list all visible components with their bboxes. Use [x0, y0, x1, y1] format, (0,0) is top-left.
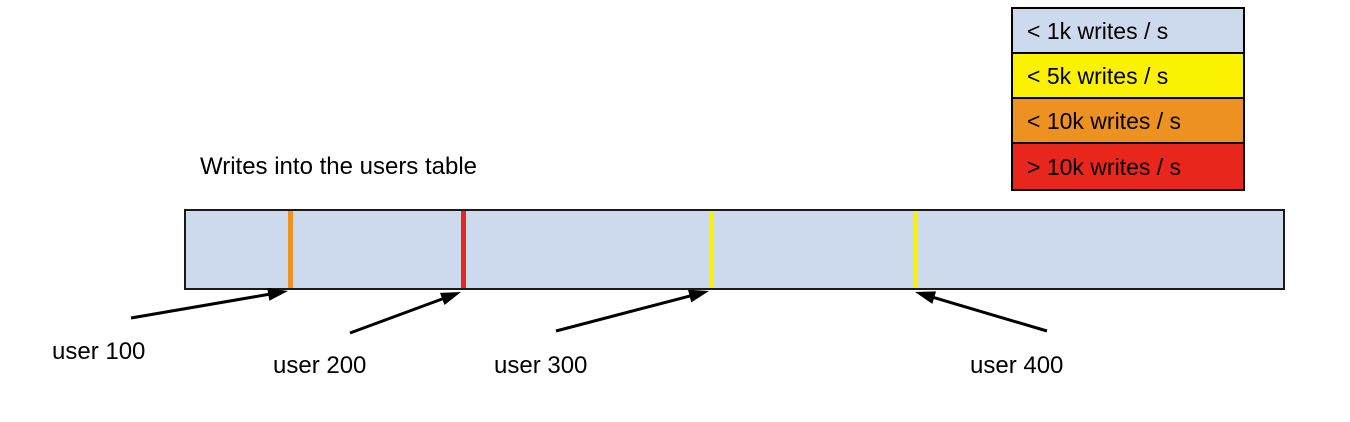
page-title: Writes into the users table — [200, 153, 478, 180]
legend-row-label: < 1k writes / s — [1027, 17, 1169, 44]
callout-user-200-arrow — [349, 292, 461, 335]
callout-user-300-arrow — [555, 289, 709, 333]
legend-row-2: < 5k writes / s — [1013, 54, 1243, 99]
callout-user-100-label: user 100 — [52, 338, 146, 365]
callout-user-100-arrow — [130, 287, 288, 320]
callout-user-200-label: user 200 — [273, 352, 367, 379]
legend-row-label: < 10k writes / s — [1027, 107, 1182, 134]
marker-user-400 — [913, 211, 918, 288]
callout-user-300-label: user 300 — [494, 352, 588, 379]
legend-row-1: < 1k writes / s — [1013, 9, 1243, 54]
marker-user-200 — [461, 211, 466, 288]
writes-per-second-legend: < 1k writes / s < 5k writes / s < 10k writ… — [1011, 7, 1245, 191]
legend-row-4: > 10k writes / s — [1013, 144, 1243, 189]
users-table-shard-bar — [184, 209, 1285, 290]
legend-row-label: < 5k writes / s — [1027, 62, 1169, 89]
marker-user-100 — [288, 211, 293, 288]
legend-row-3: < 10k writes / s — [1013, 99, 1243, 144]
callout-user-400-arrow — [915, 291, 1048, 333]
marker-user-300 — [709, 211, 714, 288]
callout-user-400-label: user 400 — [970, 352, 1064, 379]
legend-row-label: > 10k writes / s — [1027, 153, 1182, 180]
